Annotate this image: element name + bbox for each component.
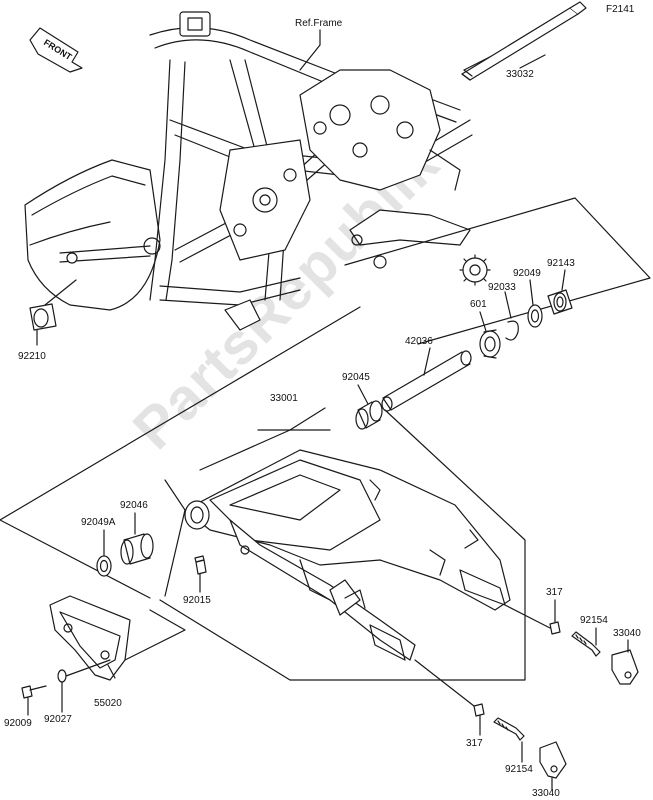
label-92027: 92027 xyxy=(44,714,72,725)
label-317-bottom: 317 xyxy=(466,738,483,749)
part-42036-sleeve xyxy=(382,351,471,411)
frame-tube-down xyxy=(149,59,171,301)
label-92033: 92033 xyxy=(488,282,516,293)
seat-outline xyxy=(24,159,161,311)
label-317-right: 317 xyxy=(546,587,563,598)
part-33040-adjuster-bottom xyxy=(539,741,567,779)
part-92154-bolt-bottom xyxy=(493,717,525,741)
label-92045: 92045 xyxy=(342,372,370,383)
label-55020: 55020 xyxy=(94,698,122,709)
part-92009-screw xyxy=(21,685,33,699)
label-33001: 33001 xyxy=(270,393,298,404)
label-92210: 92210 xyxy=(18,351,46,362)
part-317-nut-bottom xyxy=(473,703,485,717)
sprocket-icon xyxy=(459,254,491,286)
label-33040-bottom: 33040 xyxy=(532,788,560,799)
part-55020-chain-guard xyxy=(49,595,131,681)
label-92015: 92015 xyxy=(183,595,211,606)
label-33040-right: 33040 xyxy=(613,628,641,639)
part-33001-swingarm xyxy=(184,449,511,661)
part-33040-adjuster-right xyxy=(611,649,639,685)
label-92049: 92049 xyxy=(513,268,541,279)
label-ref-frame: Ref.Frame xyxy=(295,18,343,29)
label-92154-right: 92154 xyxy=(580,615,608,626)
label-33032: 33032 xyxy=(506,69,534,80)
part-601-bearing xyxy=(479,330,501,358)
part-92027-washer xyxy=(57,669,67,683)
label-92046: 92046 xyxy=(120,500,148,511)
label-601: 601 xyxy=(470,299,487,310)
label-92154-bottom: 92154 xyxy=(505,764,533,775)
front-arrow-icon xyxy=(29,27,83,73)
label-92143: 92143 xyxy=(547,258,575,269)
label-92049a: 92049A xyxy=(81,517,116,528)
diagram-code: F2141 xyxy=(606,4,635,15)
part-92033-circlip xyxy=(505,320,519,341)
part-92049a-seal xyxy=(96,555,112,577)
label-92009: 92009 xyxy=(4,718,32,729)
part-92049-seal xyxy=(527,304,543,328)
label-42036: 42036 xyxy=(405,336,433,347)
part-317-nut-right xyxy=(549,621,561,635)
frame-tube-upper xyxy=(149,27,461,111)
